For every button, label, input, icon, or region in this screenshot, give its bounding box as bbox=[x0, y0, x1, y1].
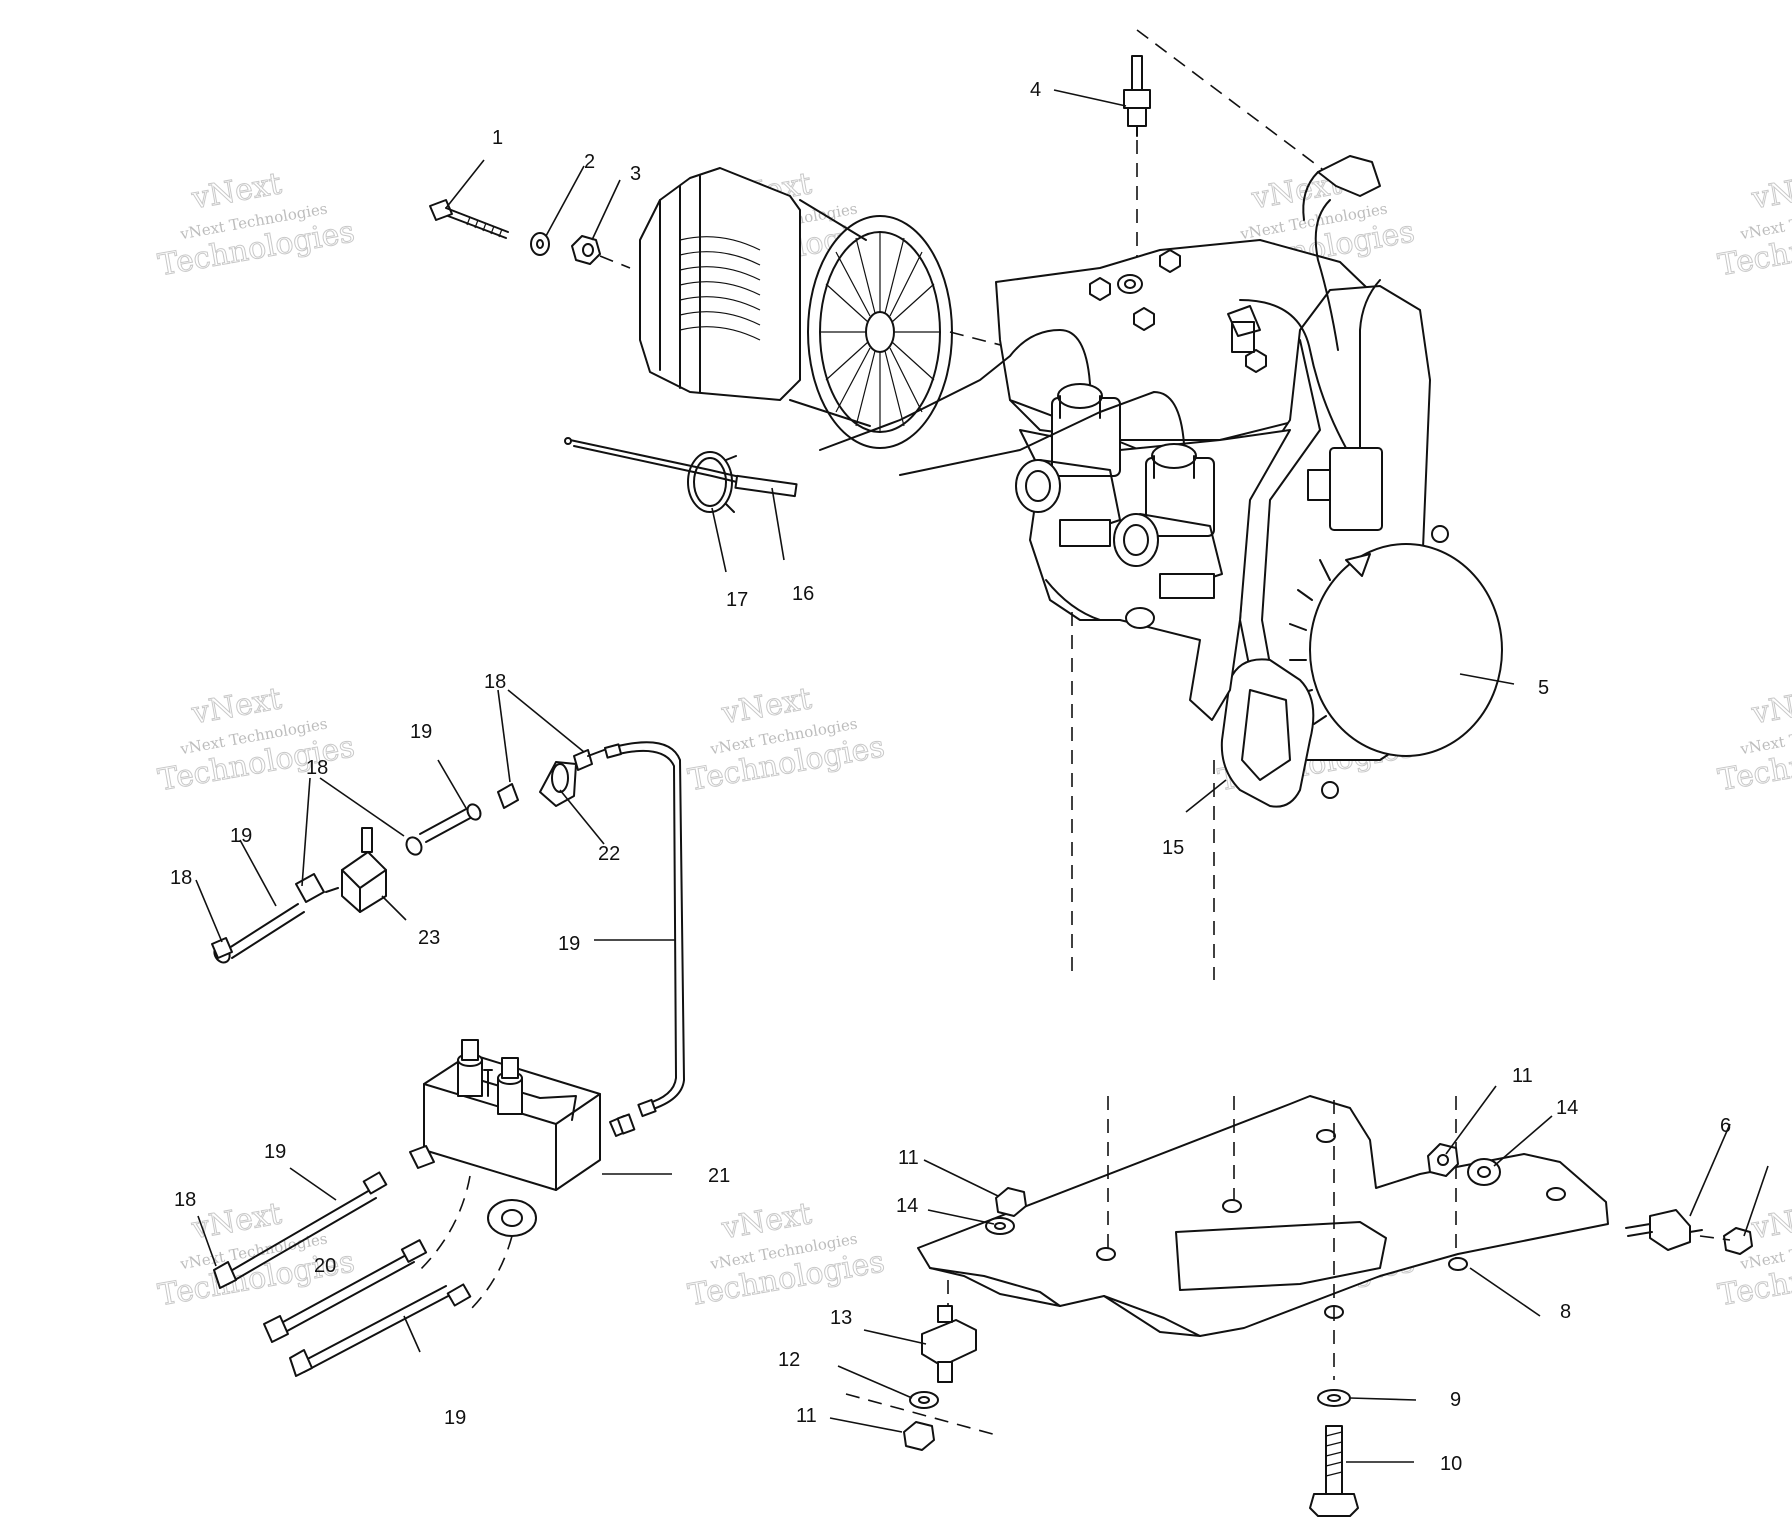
callout-21: 21 bbox=[708, 1165, 730, 1187]
fuel-valve-part-23 bbox=[325, 827, 387, 913]
watermark-bottom-center: vNext vNext Technologies Technologies bbox=[685, 1196, 888, 1314]
fuel-hose-part-19-long bbox=[603, 741, 685, 1118]
watermark-top-edge: vNext vNext Technologies Technologies bbox=[1715, 166, 1792, 284]
watermark-mid-left: vNext vNext Technologies Technologies bbox=[155, 681, 358, 799]
callout-19-long: 19 bbox=[558, 933, 580, 955]
svg-text:vNext: vNext bbox=[1749, 681, 1792, 731]
fuel-hose-part-19-upper bbox=[405, 803, 482, 856]
callout-1: 1 bbox=[492, 127, 503, 149]
callout-18-bottom: 18 bbox=[174, 1189, 196, 1211]
callout-12: 12 bbox=[778, 1349, 800, 1371]
watermark-top-left: vNext vNext Technologies Technologies bbox=[155, 166, 358, 284]
callout-19-lower-b: 19 bbox=[444, 1407, 466, 1429]
callout-16: 16 bbox=[792, 583, 814, 605]
inline-fuel-filter-part-22 bbox=[539, 761, 577, 807]
bolt-part-10 bbox=[1309, 1425, 1359, 1517]
carburetor-right bbox=[1113, 443, 1223, 599]
carburetor-left bbox=[1015, 383, 1121, 547]
callout-19-left: 19 bbox=[230, 825, 252, 847]
callout-18-left: 18 bbox=[170, 867, 192, 889]
callout-22: 22 bbox=[598, 843, 620, 865]
callout-5: 5 bbox=[1538, 677, 1549, 699]
callout-15: 15 bbox=[1162, 837, 1184, 859]
callout-9: 9 bbox=[1450, 1389, 1461, 1411]
watermark-mid-center: vNext vNext Technologies Technologies bbox=[685, 681, 888, 799]
spark-plug-part-4 bbox=[1123, 29, 1351, 270]
callout-14-right: 14 bbox=[1556, 1097, 1578, 1119]
callout-19-lower-a: 19 bbox=[264, 1141, 286, 1163]
callout-14-left: 14 bbox=[896, 1195, 918, 1217]
callout-8: 8 bbox=[1560, 1301, 1571, 1323]
nut-part-11-right bbox=[1427, 1143, 1459, 1177]
nut-part-11-left bbox=[995, 1187, 1027, 1217]
washer-part-14-left bbox=[985, 1217, 1015, 1235]
svg-text:vNext: vNext bbox=[1749, 166, 1792, 216]
callout-10: 10 bbox=[1440, 1453, 1462, 1475]
callout-18-mid: 18 bbox=[306, 757, 328, 779]
hose-clamp-upper-18 bbox=[497, 749, 605, 809]
callout-20: 20 bbox=[314, 1255, 336, 1277]
engine-assembly-part-5 bbox=[819, 155, 1503, 980]
callout-4: 4 bbox=[1030, 79, 1041, 101]
callout-6: 6 bbox=[1720, 1115, 1731, 1137]
fuel-line-part-20 bbox=[263, 1239, 428, 1343]
callout-11-bottom: 11 bbox=[796, 1405, 817, 1427]
mount-stud-part-6 bbox=[1625, 1209, 1753, 1255]
callout-11-left: 11 bbox=[898, 1147, 919, 1169]
hose-clamp-right-18 bbox=[616, 1113, 636, 1135]
callout-17: 17 bbox=[726, 589, 748, 611]
callout-11-right: 11 bbox=[1512, 1065, 1533, 1087]
cable-clamp-part-17 bbox=[687, 451, 737, 513]
washer-part-9 bbox=[1317, 1389, 1351, 1407]
drive-clutch-assembly bbox=[639, 167, 1021, 449]
rubber-mount-part-13 bbox=[921, 1280, 977, 1383]
fuel-pump-part-21 bbox=[409, 1039, 631, 1311]
nut-part-3 bbox=[571, 235, 631, 269]
throttle-cable-part-16 bbox=[564, 437, 798, 498]
washer-part-12 bbox=[909, 1391, 939, 1409]
callout-19-upper: 19 bbox=[410, 721, 432, 743]
callout-3: 3 bbox=[630, 163, 641, 185]
fuel-hose-part-19-lower-b bbox=[289, 1283, 472, 1377]
engine-plate-part-8 bbox=[917, 1095, 1609, 1380]
callout-18-top: 18 bbox=[484, 671, 506, 693]
callout-2: 2 bbox=[584, 151, 595, 173]
callout-leaders bbox=[195, 89, 1769, 1463]
washer-part-2 bbox=[530, 232, 550, 256]
bolt-part-1 bbox=[429, 199, 509, 239]
washer-part-14-right bbox=[1467, 1158, 1501, 1186]
fuel-hose-part-19-lower-a bbox=[213, 1171, 388, 1289]
nut-part-11-bottom bbox=[845, 1393, 1001, 1451]
callout-13: 13 bbox=[830, 1307, 852, 1329]
callout-23: 23 bbox=[418, 927, 440, 949]
watermark-mid-edge: vNext vNext Technologies Technologies bbox=[1715, 681, 1792, 799]
